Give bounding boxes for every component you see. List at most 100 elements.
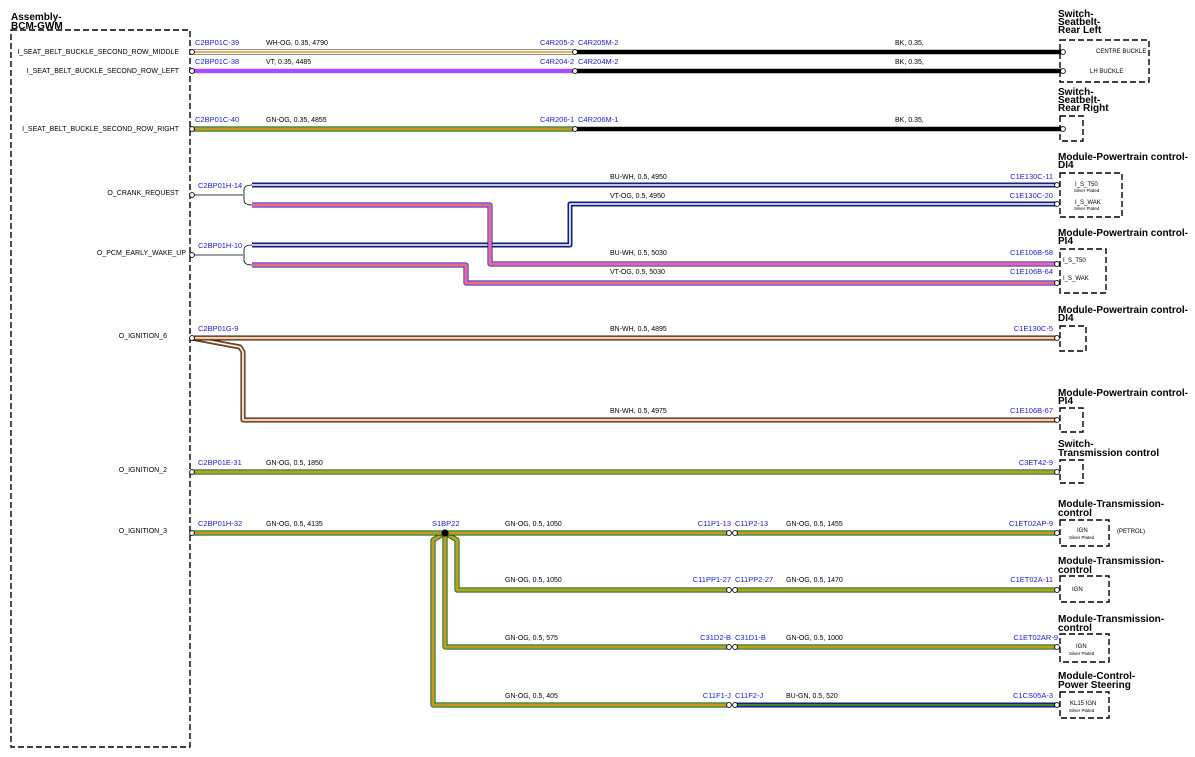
- terminal-pin: [726, 644, 732, 650]
- terminal-pin: [1054, 335, 1060, 341]
- wire-w6: [252, 201, 1058, 248]
- terminal-pin: [1054, 702, 1060, 708]
- centre-buckle-label: CENTRE BUCKLE: [1096, 49, 1146, 55]
- terminal-pin: [732, 587, 738, 593]
- wire-stripe-color: [252, 264, 1058, 284]
- splice-label: S1BP22: [432, 519, 460, 528]
- silver-plated-label-a2: Silver Plated: [1074, 206, 1100, 211]
- connector-label: C4R205-2: [540, 38, 574, 47]
- ign-label-2: IGN: [1072, 587, 1083, 593]
- bcm-pin-label: I_SEAT_BELT_BUCKLE_SECOND_ROW_MIDDLE: [17, 49, 179, 56]
- wire-stripe-color: [252, 204, 1058, 265]
- wire-label: BU-WH, 0.5, 4950: [610, 174, 667, 181]
- pcm-pi4-b-title: Module-Powertrain control-PI4: [1058, 388, 1188, 407]
- wires: [191, 49, 1064, 708]
- bcm-pin-label: O_IGNITION_3: [119, 528, 167, 535]
- terminal-pin: [726, 587, 732, 593]
- terminal-pin: [1054, 530, 1060, 536]
- terminals: [189, 49, 1066, 708]
- connector-label: C11P2-13: [735, 519, 768, 528]
- tcm-1-box: [1059, 519, 1110, 547]
- connector-label: C11PP2-27: [735, 575, 773, 584]
- wire-stripe-color: [444, 532, 731, 591]
- tcm-1-title: Module-Transmission-control: [1058, 499, 1164, 519]
- wire-label: WH-OG, 0.35, 4790: [266, 40, 328, 47]
- connector-label: C2BP01H-14: [198, 181, 242, 190]
- bcm-pin-label: O_PCM_EARLY_WAKE_UP: [97, 250, 186, 257]
- wire-label: BN-WH, 0.5, 4895: [610, 326, 667, 333]
- wire-label: GN-OG, 0.5, 1050: [505, 577, 562, 584]
- wire-label: VT-OG, 0.5, 4950: [610, 193, 665, 200]
- pcm-pi4-b-box: [1059, 407, 1084, 433]
- connector-label: C2BP01C-38: [195, 57, 239, 66]
- connector-label: C11F1-J: [703, 691, 731, 700]
- wire-w5: [252, 202, 1058, 267]
- connector-label: C2BP01E-31: [198, 458, 242, 467]
- silver-plated-label-4: Silver Plated: [1069, 708, 1095, 713]
- is-wak-label-b: I_S_WAK: [1063, 276, 1089, 282]
- connector-label: C31D1-B: [735, 633, 766, 642]
- terminal-pin: [1054, 417, 1060, 423]
- pcm-di4-b-box: [1059, 325, 1087, 352]
- bcm-pin-label: I_SEAT_BELT_BUCKLE_SECOND_ROW_LEFT: [27, 68, 180, 75]
- wire-w18: [430, 530, 731, 708]
- splice-dot: [441, 529, 449, 537]
- connector-label: C1E130C-20: [1010, 191, 1053, 200]
- bcm-title: Assembly-BCM-GWM: [11, 12, 63, 32]
- terminal-pin: [572, 126, 578, 132]
- connector-label: C11PP1-27: [693, 575, 731, 584]
- connector-label: C4R206-1: [540, 115, 574, 124]
- pcm-di4-a-title: Module-Powertrain control-DI4: [1058, 152, 1188, 171]
- wire-label: GN-OG, 0.5, 575: [505, 635, 558, 642]
- terminal-pin: [189, 469, 195, 475]
- pcm-di4-a-box: [1059, 172, 1123, 218]
- connector-label: C4R204M-2: [578, 57, 618, 66]
- sw-trans-box: [1059, 459, 1084, 484]
- connector-label: C1ET02A-11: [1010, 575, 1053, 584]
- wire-label: BK, 0.35,: [895, 40, 924, 47]
- connector-label: C1E130C-5: [1014, 324, 1053, 333]
- terminal-pin: [189, 335, 195, 341]
- connector-label: C1E130C-11: [1010, 172, 1053, 181]
- tcm-3-box: [1059, 633, 1110, 663]
- wire-label: BN-WH, 0.5, 4975: [610, 408, 667, 415]
- tcm-2-box: [1059, 575, 1110, 603]
- wire-label: GN-OG, 0.5, 1000: [786, 635, 843, 642]
- silver-plated-label-3: Silver Plated: [1069, 651, 1095, 656]
- wire-stripe-color: [191, 337, 1058, 421]
- wire-w9: [191, 335, 1058, 423]
- wire-labels: WH-OG, 0.35, 4790 BK, 0.35, VT, 0.35, 44…: [266, 40, 924, 700]
- terminal-pin: [572, 49, 578, 55]
- terminal-pin: [1060, 126, 1066, 132]
- lh-buckle-label: LH BUCKLE: [1090, 69, 1123, 75]
- wire-label: GN-OG, 0.5, 1470: [786, 577, 843, 584]
- connector-label: C1E106B-58: [1010, 248, 1053, 257]
- connector-label: C1CS05A-3: [1013, 691, 1053, 700]
- wire-label: VT, 0.35, 4485: [266, 59, 311, 66]
- kl15-ign-label: KL15 IGN: [1070, 701, 1096, 707]
- bcm-pin-label: O_IGNITION_6: [119, 333, 167, 340]
- terminal-pin: [189, 68, 195, 74]
- tcm-3-title: Module-Transmission-control: [1058, 614, 1164, 634]
- terminal-pin: [1060, 49, 1066, 55]
- wire-label: GN-OG, 0.35, 4855: [266, 117, 327, 124]
- silver-plated-label-1: Silver Plated: [1069, 535, 1095, 540]
- bcm-box: [10, 29, 191, 748]
- bcm-pin-label: O_CRANK_REQUEST: [107, 190, 179, 197]
- branch-braces: [192, 184, 253, 266]
- is-wak-label-a: I_S_WAK: [1075, 200, 1101, 206]
- connector-label: C1E106B-64: [1010, 267, 1053, 276]
- terminal-pin: [732, 702, 738, 708]
- terminal-pin: [1054, 201, 1060, 207]
- terminal-pin: [189, 49, 195, 55]
- pcm-pi4-a-title: Module-Powertrain control-PI4: [1058, 228, 1188, 247]
- wire-label: BK, 0.35,: [895, 59, 924, 66]
- wire-label: GN-OG, 0.5, 4135: [266, 521, 323, 528]
- tcm-2-title: Module-Transmission-control: [1058, 556, 1164, 576]
- connector-label: C31D2-B: [700, 633, 731, 642]
- terminal-pin: [726, 702, 732, 708]
- ps-box: [1059, 691, 1110, 719]
- wire-stripe-color: [252, 203, 1058, 246]
- pcm-di4-b-title: Module-Powertrain control-DI4: [1058, 305, 1188, 324]
